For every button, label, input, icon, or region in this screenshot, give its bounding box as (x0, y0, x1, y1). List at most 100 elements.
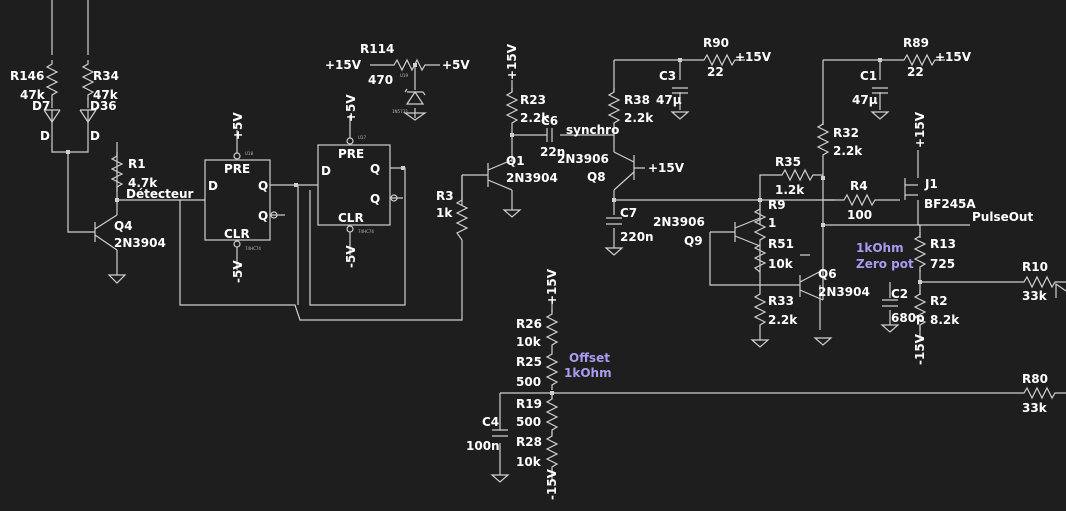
resistor-r89 (899, 54, 941, 66)
label-r13: R13 (930, 237, 956, 251)
label-r90-15v: +15V (735, 50, 772, 64)
label-r19: R19 (516, 397, 542, 411)
resistor-r35 (777, 169, 819, 181)
label-reg-part: 1N5733 (392, 109, 408, 114)
note-zero-pot-1: 1kOhm (856, 241, 904, 255)
ff1-qbar: Q (258, 209, 268, 223)
transistor-q1 (487, 159, 513, 191)
ff2-d: D (321, 164, 331, 178)
label-r33: R33 (768, 294, 794, 308)
flipflop-2 (317, 144, 391, 226)
resistor-r80 (1019, 387, 1061, 399)
capacitor-c7 (606, 217, 622, 225)
label-c1-value: 47µ (852, 93, 878, 107)
ff2-pre: PRE (338, 147, 364, 161)
ff1-pre: PRE (224, 162, 250, 176)
label-r26: R26 (516, 317, 542, 331)
resistors (46, 54, 1061, 473)
resistor-r25 (546, 349, 558, 391)
label-q6-type: 2N3904 (818, 285, 870, 299)
capacitor-c2 (882, 299, 898, 307)
label-c6: C6 (541, 114, 558, 128)
transistor-q6 (799, 269, 824, 301)
label-r23-15v: +15V (505, 43, 519, 80)
resistor-r114 (389, 59, 431, 71)
flip-flops (204, 115, 398, 270)
label-r90: R90 (703, 36, 729, 50)
resistor-r38 (608, 87, 620, 129)
ff2-qbar: Q (370, 192, 380, 206)
ff1-part: 74HC74 (245, 246, 261, 251)
ff2-ref: U17 (358, 135, 366, 140)
label-r13-value: 725 (930, 257, 955, 271)
label-r146-value: 47k (20, 88, 46, 102)
label-q9: Q9 (684, 234, 703, 248)
label-r114-value: 470 (368, 73, 393, 87)
label-c2: C2 (891, 287, 908, 301)
label-r51: R51 (768, 237, 794, 251)
label-c1: C1 (860, 69, 877, 83)
transistor-q8 (613, 151, 645, 191)
label-q8-type: 2N3906 (557, 152, 609, 166)
capacitor-c4 (492, 429, 508, 437)
note-offset-1: Offset (569, 351, 610, 365)
resistor-r3 (455, 175, 469, 241)
label-r25-value: 500 (516, 375, 541, 389)
transistor-j1 (904, 178, 918, 200)
label-r28: R28 (516, 435, 542, 449)
label-r33-value: 2.2k (768, 313, 798, 327)
label-r9-value: 1 (768, 216, 776, 230)
resistor-r146 (46, 59, 58, 101)
resistor-r4 (839, 194, 881, 206)
transistor-q9 (734, 217, 761, 247)
ff1-ref: U18 (245, 151, 253, 156)
label-j1-15v: +15V (913, 111, 927, 148)
label-r35: R35 (775, 155, 801, 169)
label-r23: R23 (520, 93, 546, 107)
diode-d36 (79, 98, 97, 124)
label-r1-value: 4.7k (128, 176, 158, 190)
label-r38: R38 (624, 93, 650, 107)
label-r23-value: 2.2k (520, 111, 550, 125)
note-offset-2: 1kOhm (564, 366, 612, 380)
label-r25: R25 (516, 355, 542, 369)
label-r114-5v: +5V (442, 58, 470, 72)
resistor-r10 (1019, 276, 1061, 288)
label-q1-type: 2N3904 (506, 171, 558, 185)
label-c3-value: 47µ (656, 93, 682, 107)
label-r9: R9 (768, 198, 786, 212)
label-c7: C7 (620, 206, 637, 220)
ff2-clr: CLR (338, 211, 364, 225)
label-r146: R146 (10, 69, 44, 83)
capacitor-c1 (872, 87, 888, 94)
transistors (94, 151, 918, 301)
label-r2-m15v: -15V (913, 333, 927, 365)
capacitors (492, 87, 898, 437)
label-r32-value: 2.2k (833, 144, 863, 158)
label-r80: R80 (1022, 372, 1048, 386)
resistor-r51 (753, 244, 767, 273)
label-r114-15v: +15V (325, 58, 362, 72)
label-r32: R32 (833, 126, 859, 140)
label-q4: Q4 (114, 219, 133, 233)
label-r2-value: 8.2k (930, 313, 960, 327)
label-c7-value: 220n (620, 230, 654, 244)
ff1-d: D (208, 179, 218, 193)
resistor-r28 (546, 431, 558, 473)
resistor-r19 (546, 394, 558, 436)
label-r89-15v: +15V (935, 50, 972, 64)
label-u19: U19 (400, 73, 408, 78)
label-d-a: D (40, 129, 50, 143)
label-c6-value: 22n (540, 145, 565, 159)
ff1-q: Q (258, 179, 268, 193)
resistor-r90 (699, 54, 741, 66)
label-r19-value: 500 (516, 415, 541, 429)
ff2-vcc: +5V (344, 94, 358, 122)
label-r28-value: 10k (516, 455, 542, 469)
label-r3: R3 (436, 189, 454, 203)
label-r89-value: 22 (907, 65, 924, 79)
label-r89: R89 (903, 36, 929, 50)
flipflop-1 (204, 159, 271, 241)
junctions (66, 58, 922, 395)
zener-diode (404, 88, 426, 105)
